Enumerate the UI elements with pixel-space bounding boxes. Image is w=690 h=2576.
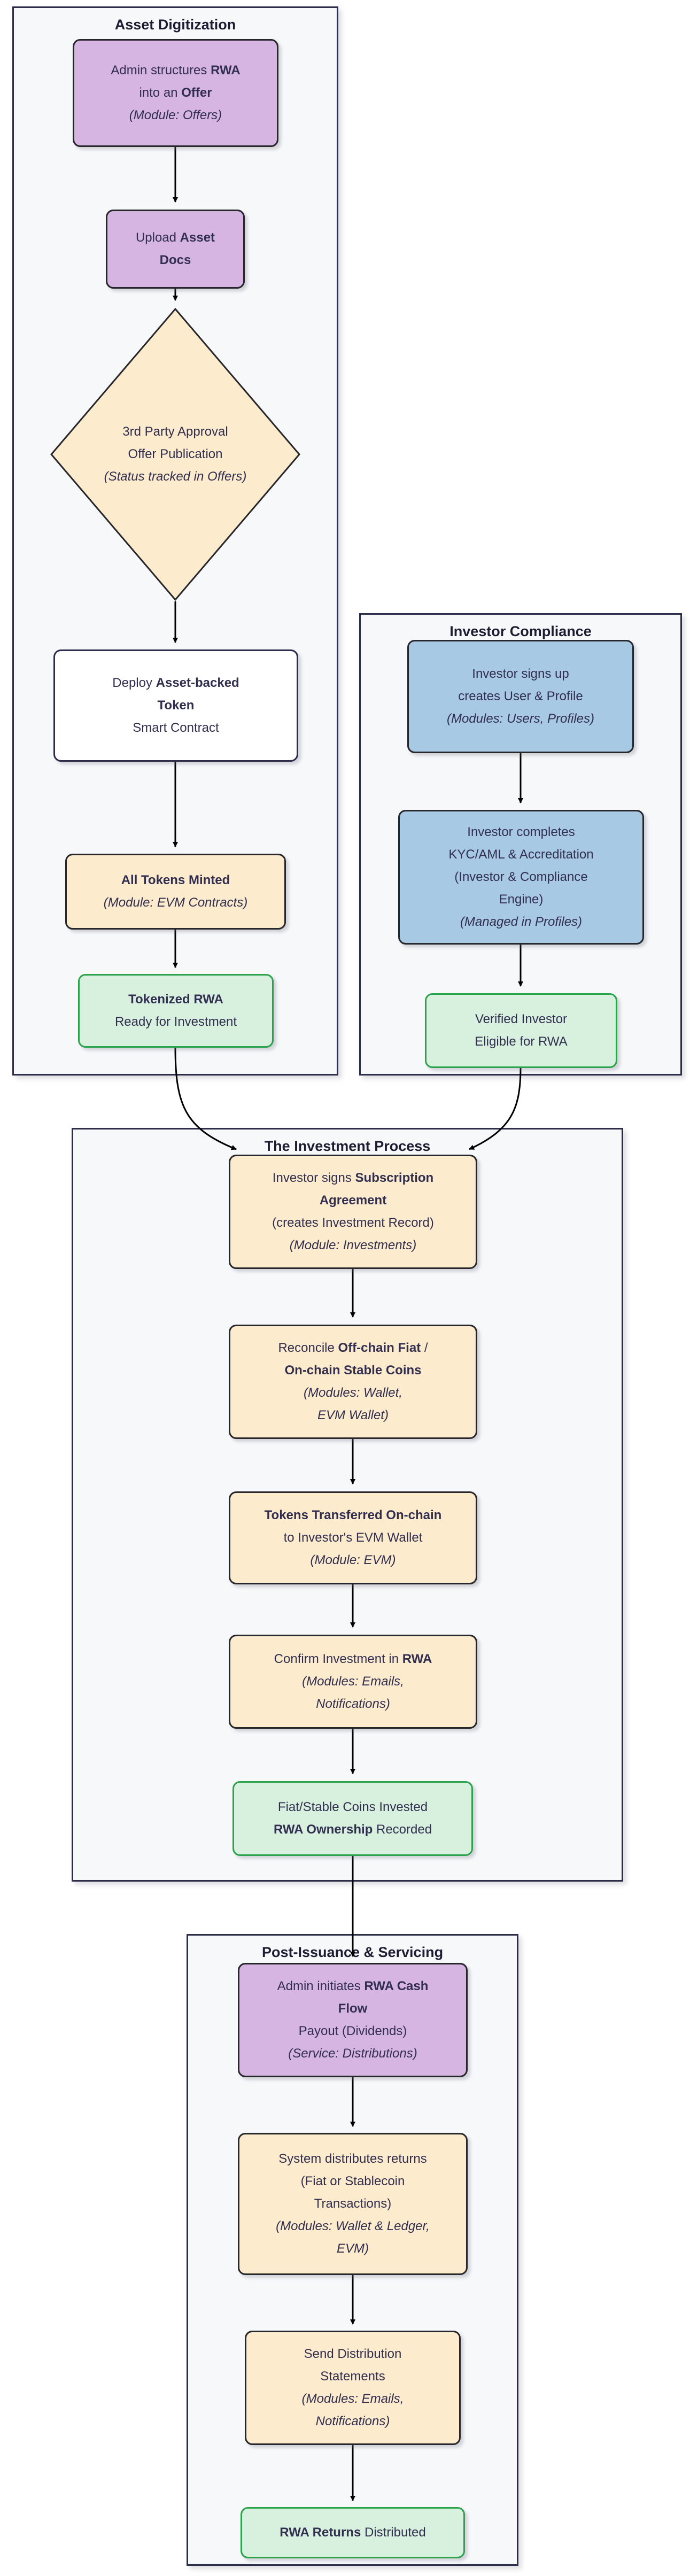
section-title-investment-process: The Investment Process [264,1138,431,1154]
section-title-investor-compliance: Investor Compliance [449,623,592,639]
section-title-post-issuance: Post-Issuance & Servicing [261,1944,444,1960]
node-3rd-party-approval-diamond [50,307,300,601]
node-confirm-investment: Confirm Investment in RWA(Modules: Email… [229,1635,477,1729]
node-system-distributes-returns: System distributes returns(Fiat or Stabl… [238,2133,468,2275]
section-title-asset-digitization: Asset Digitization [114,17,236,33]
node-rwa-returns-distributed: RWA Returns Distributed [241,2507,465,2558]
node-all-tokens-minted: All Tokens Minted(Module: EVM Contracts) [65,854,286,930]
node-reconcile-fiat-stablecoins: Reconcile Off-chain Fiat /On-chain Stabl… [229,1325,477,1439]
